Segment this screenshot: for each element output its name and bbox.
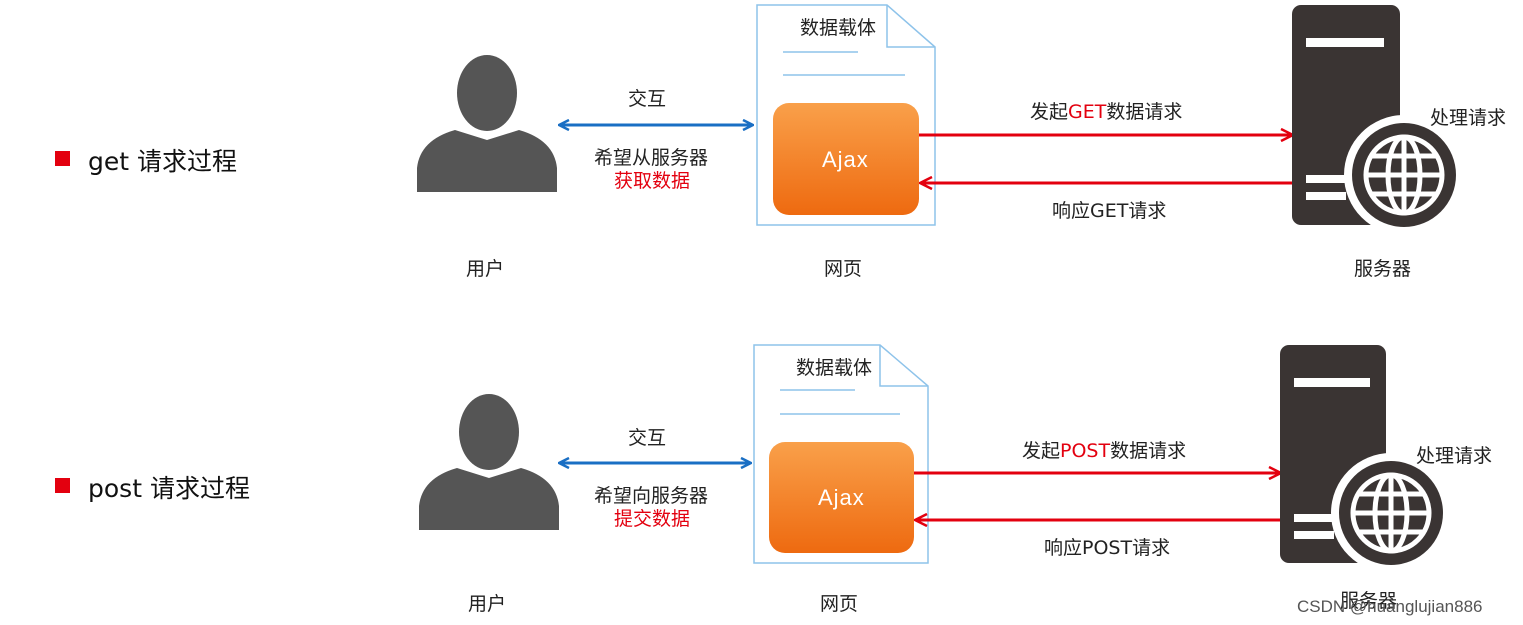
process-label: 处理请求 [1416,445,1493,467]
request-label: 发起GET数据请求 [1030,97,1182,124]
doc-title: 数据载体 [800,17,877,39]
interaction-desc-line1: 希望向服务器 [594,485,709,507]
get-section-graphics [417,4,1464,235]
doc-title: 数据载体 [796,357,873,379]
ajax-label: Ajax [818,485,865,510]
ajax-label: Ajax [822,147,869,172]
ajax-box [773,103,919,215]
section-heading: get 请求过程 [88,147,237,176]
request-label: 发起POST数据请求 [1022,436,1186,463]
ajax-box [769,442,914,553]
user-icon [417,55,557,192]
bullet-marker [55,478,70,493]
section-heading: post 请求过程 [88,474,250,503]
interaction-desc-line1: 希望从服务器 [594,147,709,169]
server-label: 服务器 [1354,258,1412,280]
server-label: 服务器 [1340,590,1398,612]
user-label: 用户 [466,258,505,280]
interaction-desc-line2: 提交数据 [614,508,691,530]
bullet-marker [55,151,70,166]
globe-icon [1344,115,1464,235]
document-icon [753,344,929,564]
document-icon [756,4,936,226]
post-section-graphics [419,344,1451,573]
page-label: 网页 [824,258,863,280]
page-label: 网页 [820,593,859,615]
interaction-desc-line2: 获取数据 [614,170,691,192]
interaction-label: 交互 [628,427,667,449]
request-method: GET [1068,101,1107,123]
globe-icon [1331,453,1451,573]
response-label: 响应POST请求 [1044,537,1171,559]
request-suffix: 数据请求 [1110,440,1187,462]
request-prefix: 发起 [1030,101,1069,123]
request-method: POST [1060,440,1111,462]
request-prefix: 发起 [1022,440,1061,462]
response-label: 响应GET请求 [1052,200,1167,222]
request-suffix: 数据请求 [1106,101,1183,123]
interaction-label: 交互 [628,88,667,110]
user-label: 用户 [468,593,507,615]
user-icon [419,394,559,530]
watermark: CSDN @huanglujian886 [1297,597,1483,616]
process-label: 处理请求 [1430,107,1507,129]
